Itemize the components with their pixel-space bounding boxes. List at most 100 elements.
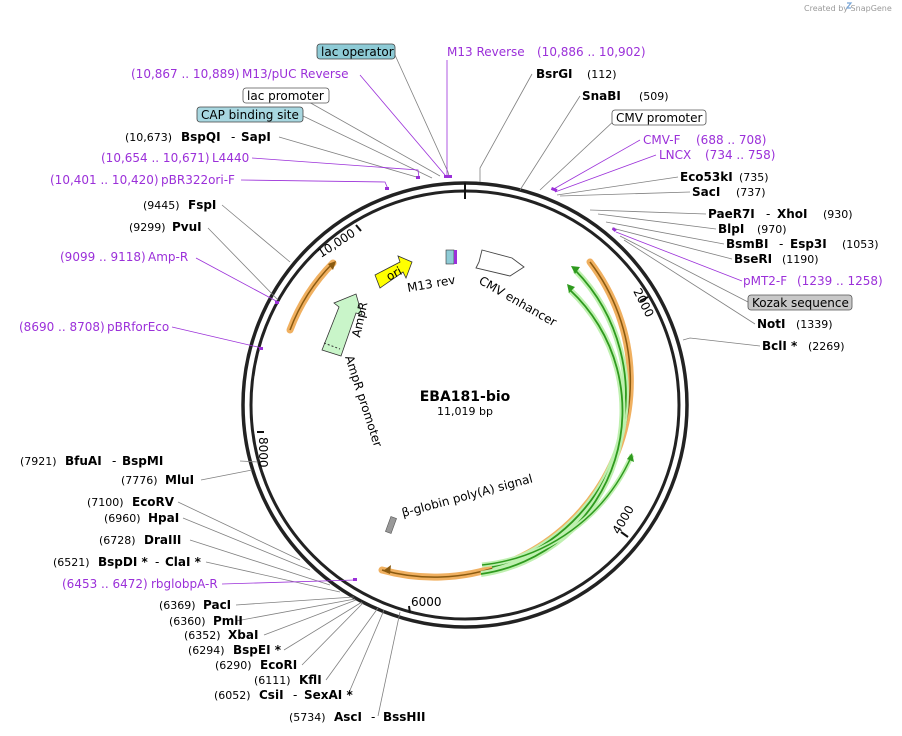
enzyme-pvui-pos: (9299) [129,221,166,234]
primer-mark-pmt2 [611,227,617,233]
enzyme-bfuai[interactable]: BfuAI [65,454,102,468]
enzyme-noti[interactable]: NotI [757,317,786,331]
enzyme-pvui[interactable]: PvuI [172,220,202,234]
enzyme-bsshii[interactable]: BssHII [383,710,425,724]
primer-pbr322-name[interactable]: pBR322ori-F [161,173,235,187]
primer-pmt2-name[interactable]: pMT2-F [743,274,787,288]
enzyme-xhoi[interactable]: XhoI [777,207,808,221]
orf-arc-right [378,258,634,581]
enzyme-snabi-pos: (509) [639,90,669,103]
enzyme-kfli[interactable]: KflI [299,673,322,687]
leader-asci [377,611,401,717]
tick-4000 [620,531,629,538]
enzyme-csii-sep: - [293,688,297,702]
leader-bcli [682,337,761,347]
leader-pbrfor [171,326,263,349]
primer-l4440-pos: (10,654 .. 10,671) [101,151,210,165]
m13-rev-box [445,249,455,265]
leader-cmv-promoter [539,117,618,191]
enzyme-xbai[interactable]: XbaI [228,628,258,642]
enzyme-paci-pos: (6369) [159,599,196,612]
enzyme-sexai[interactable]: SexAI * [304,688,353,702]
lac-promoter-box[interactable]: lac promoter [242,87,330,104]
primer-ampr-name[interactable]: Amp-R [148,250,188,264]
primer-pbrfor-name[interactable]: pBRforEco [107,320,169,334]
enzyme-bsrgi[interactable]: BsrGI [536,67,573,81]
enzyme-bfuai-sep: - [112,454,116,468]
lac-operator-box[interactable]: lac operator [316,43,396,60]
enzyme-fspi[interactable]: FspI [188,198,216,212]
primer-cmvf-pos: (688 .. 708) [696,133,766,147]
enzyme-bcli[interactable]: BclI * [762,339,798,353]
enzyme-ecorv[interactable]: EcoRV [132,495,175,509]
cmv-promoter-box[interactable]: CMV promoter [611,109,707,126]
leader-bspqi [278,136,421,179]
orf-arc-left-line [289,262,334,331]
primer-rbglob-name[interactable]: rbglobpA-R [151,577,218,591]
leader-l4440 [251,157,420,179]
primer-lncx-name[interactable]: LNCX [659,148,691,162]
enzyme-eco53ki[interactable]: Eco53kI [680,170,733,184]
enzyme-bsmbi[interactable]: BsmBI [726,237,768,251]
enzyme-hpai[interactable]: HpaI [148,511,179,525]
enzyme-pmli[interactable]: PmlI [213,614,243,628]
enzyme-saci[interactable]: SacI [692,185,720,199]
leader-xbai [263,599,357,636]
primer-lncx-pos: (734 .. 758) [705,148,775,162]
enzyme-bspdi-sep: - [155,555,159,569]
enzyme-bspdi-pos: (6521) [53,556,90,569]
enzyme-paer7i[interactable]: PaeR7I [708,207,755,221]
enzyme-draiii[interactable]: DraIII [144,533,181,547]
primer-l4440-name[interactable]: L4440 [212,151,249,165]
primer-pbr322-pos: (10,401 .. 10,420) [50,173,159,187]
primer-mark-cmv [550,187,558,193]
enzyme-bspqi[interactable]: BspQI [181,130,221,144]
enzyme-esp3i[interactable]: Esp3I [790,237,827,251]
cmv-promoter-label: CMV promoter [616,111,703,125]
enzyme-snabi[interactable]: SnaBI [582,89,621,103]
leader-cap [302,115,433,179]
enzyme-saci-pos: (737) [736,186,766,199]
enzyme-csii[interactable]: CsiI [259,688,284,702]
leader-paer7i [589,209,707,215]
enzyme-bspdi[interactable]: BspDI * [98,555,148,569]
enzyme-asci-pos: (5734) [289,711,326,724]
leader-bfuai [239,460,259,463]
leader-hpai [182,517,311,571]
cap-binding-site-box[interactable]: CAP binding site [196,106,304,123]
enzyme-paci[interactable]: PacI [203,598,231,612]
primer-rbglob-pos: (6453 .. 6472) [62,577,148,591]
enzyme-hpai-pos: (6960) [104,512,141,525]
primer-m13rev-name[interactable]: M13 Reverse [447,45,525,59]
m13-rev-primer-mark [454,250,457,264]
enzyme-bspmi[interactable]: BspMI [122,454,163,468]
enzyme-ecori[interactable]: EcoRI [260,658,297,672]
orf-arrowhead [383,565,391,574]
primer-cmvf-name[interactable]: CMV-F [643,133,681,147]
enzyme-csii-pos: (6052) [214,689,251,702]
kozak-sequence-box[interactable]: Kozak sequence [747,294,853,311]
enzyme-mlui-pos: (7776) [121,474,158,487]
leader-cmvf [551,139,641,191]
primer-m13puc-name[interactable]: M13/pUC Reverse [242,67,349,81]
tick-label-10000: 10,000 [315,226,358,261]
leader-pmt2 [615,231,743,282]
leader-blpi [597,213,717,230]
leader-kfli [325,607,379,681]
enzyme-clai[interactable]: ClaI * [165,555,202,569]
enzyme-xbai-pos: (6352) [184,629,221,642]
enzyme-bspei[interactable]: BspEI * [233,643,282,657]
enzyme-blpi[interactable]: BlpI [718,222,744,236]
ampr-feature: AmpR [321,293,370,357]
enzyme-mlui[interactable]: MluI [165,473,194,487]
cds-arrow-3 [627,453,634,462]
leader-bseri [611,227,733,260]
cds-arc-2-line [480,289,624,575]
enzyme-asci[interactable]: AscI [334,710,362,724]
enzyme-bseri[interactable]: BseRI [734,252,772,266]
leader-kozak [619,235,749,303]
enzyme-sapi[interactable]: SapI [241,130,271,144]
tick-10000 [355,224,362,232]
cap-binding-site-label: CAP binding site [201,108,299,122]
leader-lncx [554,154,657,193]
